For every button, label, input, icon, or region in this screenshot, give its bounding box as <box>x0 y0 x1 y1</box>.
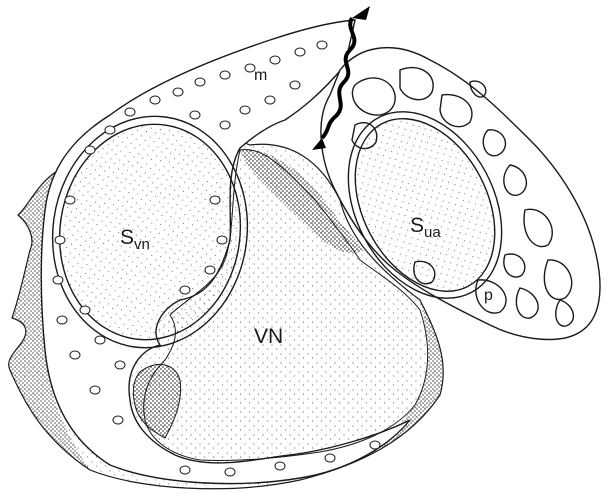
label-vn: VN <box>254 325 283 348</box>
arrowhead-top-icon <box>352 6 370 20</box>
label-m: m <box>254 67 267 84</box>
label-p: p <box>484 287 493 304</box>
